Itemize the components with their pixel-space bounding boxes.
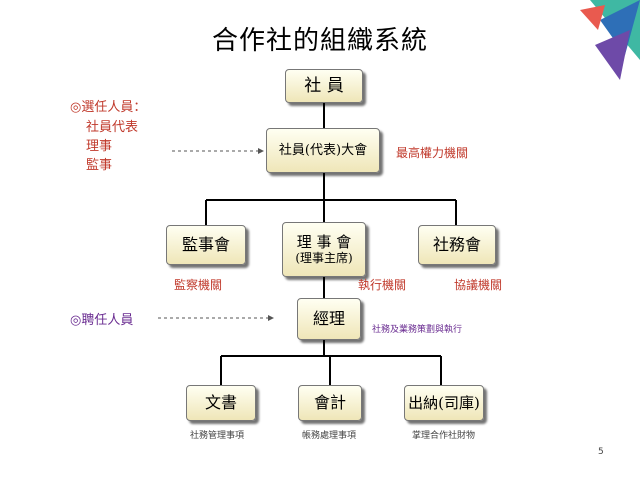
member-label: 社 員 <box>304 75 344 96</box>
assembly-label: 社員(代表)大會 <box>278 142 368 158</box>
cashier-box: 出納(司庫) <box>404 385 484 421</box>
affairs-box: 社務會 <box>418 225 496 265</box>
elected-item-representatives: 社員代表 <box>86 120 139 135</box>
cashier-label: 出納(司庫) <box>408 394 480 412</box>
page-title: 合作社的組織系統 <box>211 26 428 56</box>
supervisors-role: 監察機關 <box>174 278 223 292</box>
hired-label: ◎聘任人員 <box>70 313 134 328</box>
supervisors-box: 監事會 <box>166 225 246 265</box>
page-number: 5 <box>598 447 604 457</box>
corner-red-triangle <box>580 5 605 30</box>
corner-blue-triangle <box>600 0 640 55</box>
corner-purple-triangle <box>595 30 630 80</box>
secretary-box: 文書 <box>186 385 256 421</box>
elected-item-supervisors: 監事 <box>86 158 113 173</box>
accounting-label: 會計 <box>313 393 346 413</box>
accounting-role: 帳務處理事項 <box>302 431 357 441</box>
assembly-role: 最高權力機關 <box>396 146 469 160</box>
board-label-line2: (理事主席) <box>295 251 353 266</box>
arrowhead-elected <box>258 148 264 154</box>
cashier-role: 掌理合作社財物 <box>412 431 476 441</box>
secretary-label: 文書 <box>204 393 237 413</box>
secretary-role: 社務管理事項 <box>190 431 245 441</box>
elected-title: ◎選任人員： <box>70 100 147 115</box>
board-role: 執行機關 <box>358 278 407 292</box>
arrowhead-hired <box>268 315 274 321</box>
manager-box: 經理 <box>297 298 361 340</box>
elected-item-directors: 理事 <box>86 139 113 154</box>
affairs-label: 社務會 <box>432 235 481 255</box>
assembly-box: 社員(代表)大會 <box>266 128 380 173</box>
manager-role: 社務及業務策劃與執行 <box>372 325 463 335</box>
accounting-box: 會計 <box>298 385 362 421</box>
affairs-role: 協議機關 <box>454 278 503 292</box>
supervisors-label: 監事會 <box>181 235 230 255</box>
manager-label: 經理 <box>312 309 345 329</box>
board-box: 理 事 會 (理事主席) <box>282 222 366 277</box>
board-label-line1: 理 事 會 <box>296 233 352 252</box>
member-box: 社 員 <box>285 69 363 103</box>
